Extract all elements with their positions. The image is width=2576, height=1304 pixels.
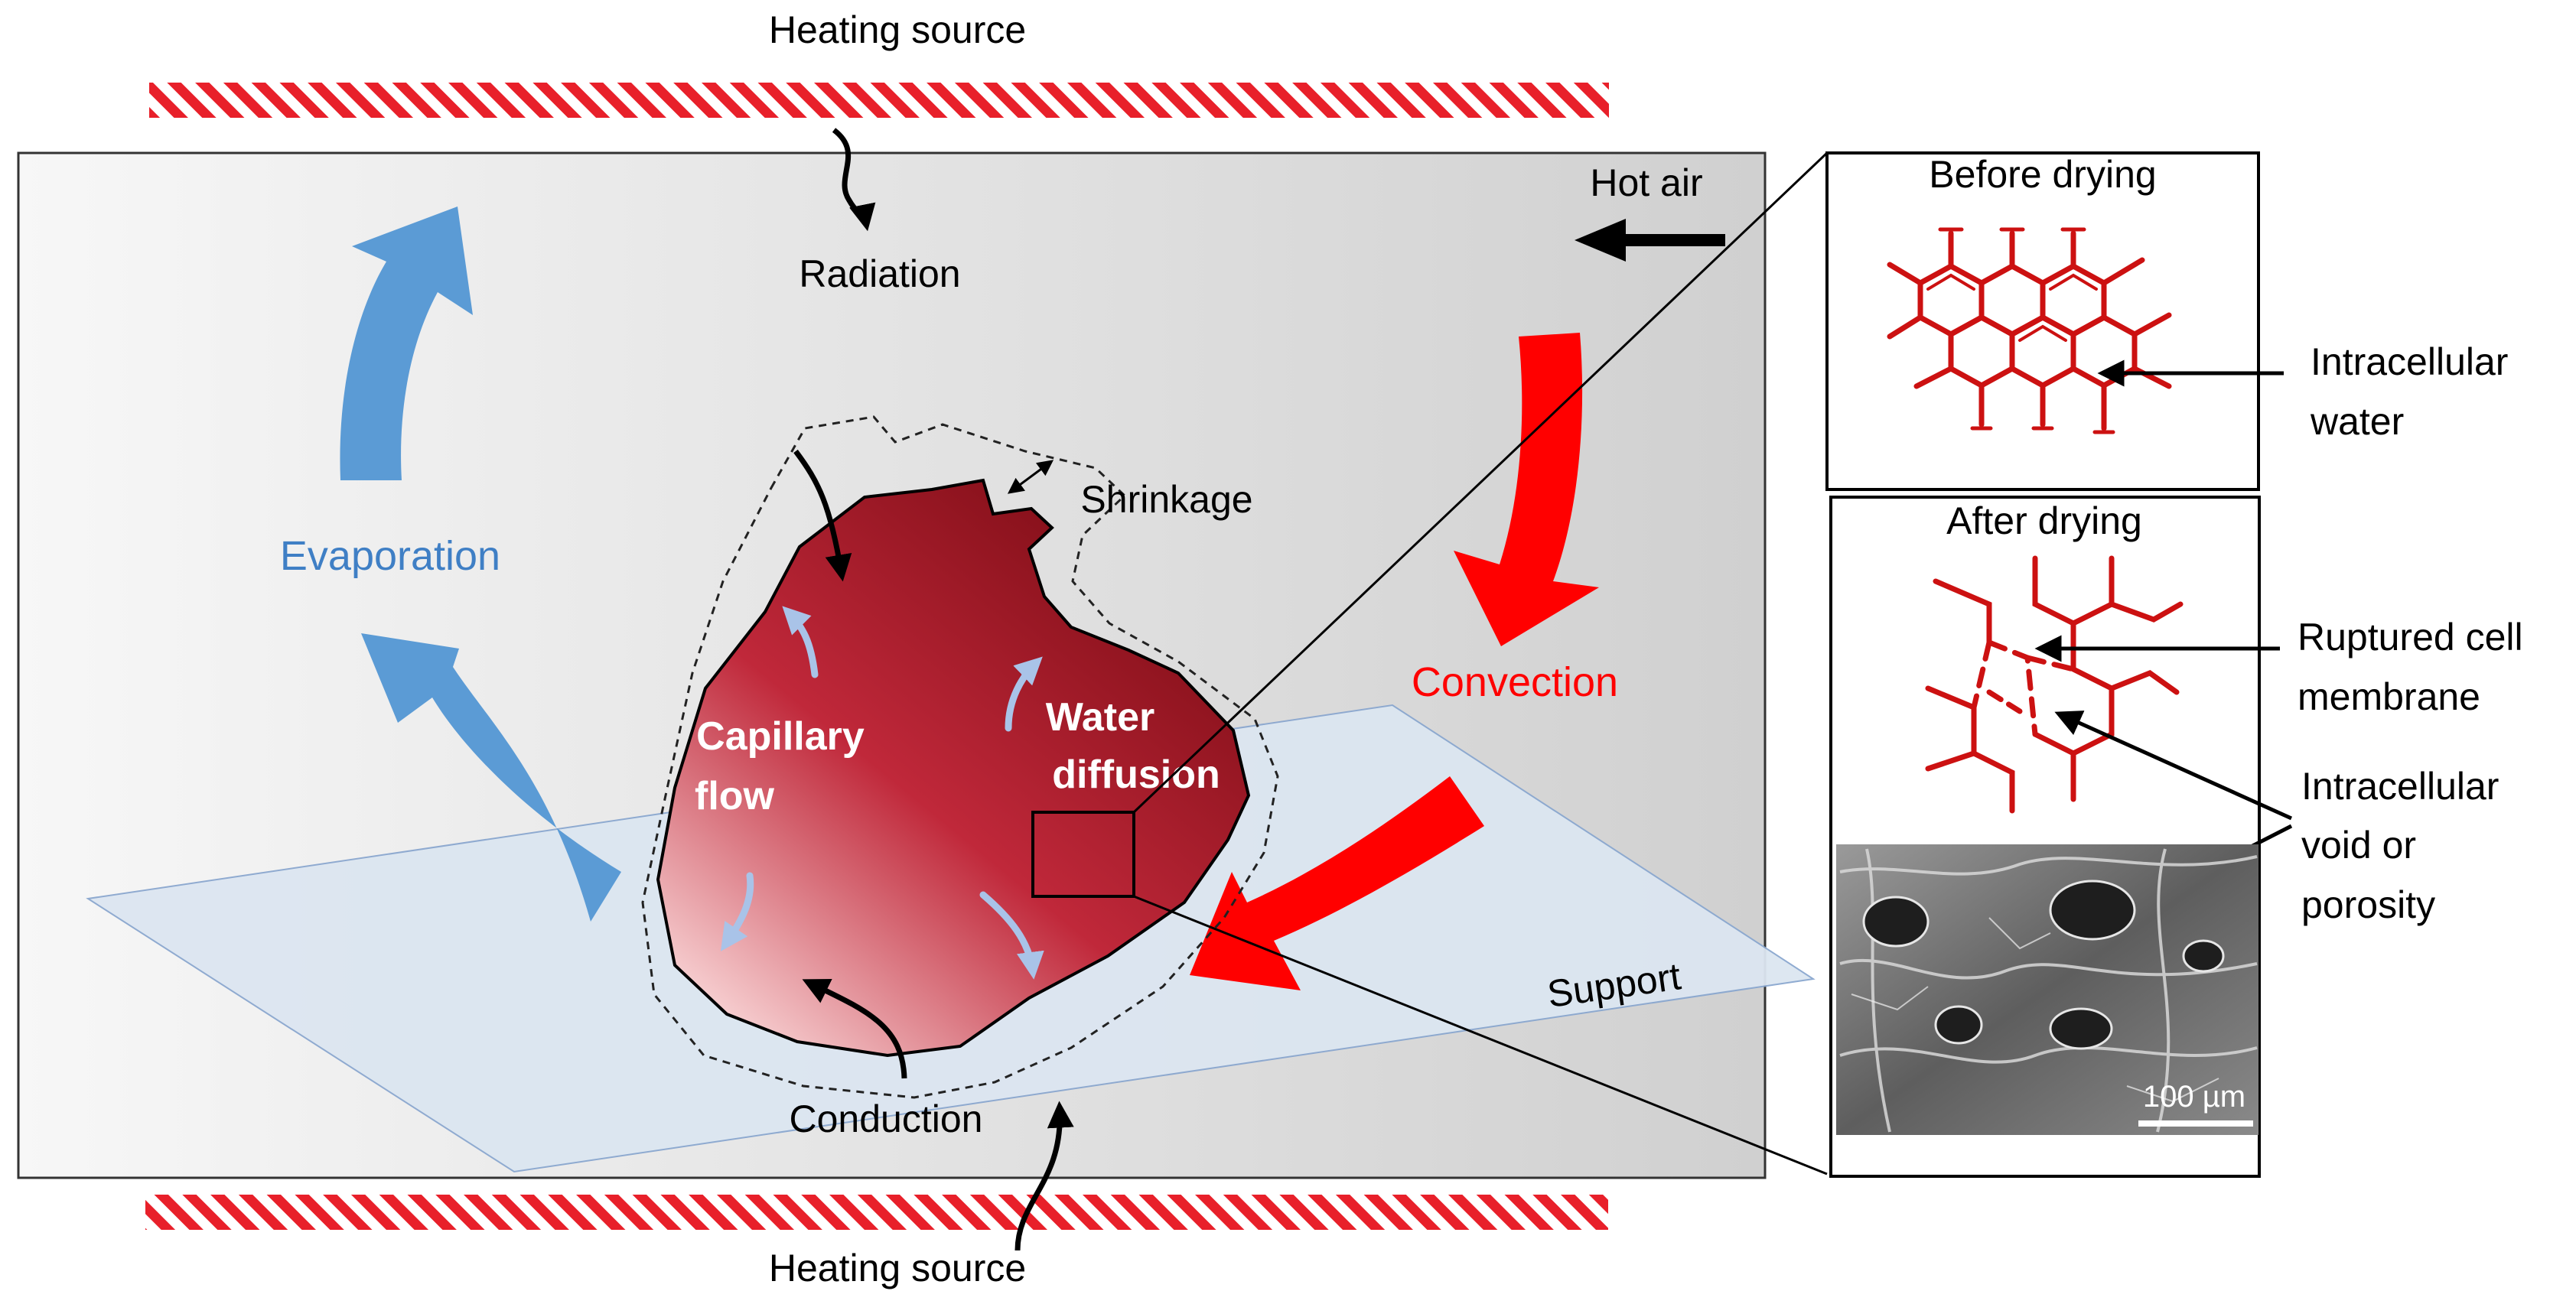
heating-source-bottom — [145, 1195, 1608, 1230]
evaporation-arrow-upper — [340, 206, 473, 480]
zoom-region-box — [1031, 811, 1135, 898]
heat-arrow-bottom — [802, 978, 907, 1079]
void-porosity-label-line1: Intracellular — [2301, 765, 2499, 808]
water-diffusion-label-line1: Water — [1046, 695, 1155, 740]
before-drying-title: Before drying — [1929, 153, 2156, 196]
convection-arrow-upper — [1454, 333, 1599, 646]
heating-source-top — [149, 83, 1609, 118]
convection-label: Convection — [1412, 659, 1618, 705]
convection-arrow-lower — [1190, 776, 1484, 990]
evaporation-arrow-lower — [361, 633, 621, 922]
void-pointer-upper — [2054, 711, 2293, 821]
heat-arrow-top — [793, 449, 852, 582]
intracellular-water-label-line1: Intracellular — [2311, 340, 2508, 383]
radiation-label: Radiation — [799, 252, 960, 295]
ruptured-membrane-label-line1: Ruptured cell — [2298, 616, 2523, 659]
before-drying-panel — [1825, 151, 2260, 491]
heating-source-bottom-label: Heating source — [769, 1247, 1026, 1289]
zoom-line-lower — [1133, 895, 1828, 1176]
heating-source-top-label: Heating source — [769, 8, 1026, 51]
void-porosity-label-line2: void or — [2301, 824, 2416, 867]
evaporation-label: Evaporation — [280, 533, 500, 579]
intact-cell-network — [1887, 227, 2172, 434]
water-diffusion-label-line2: diffusion — [1052, 753, 1220, 797]
moisture-flow-arrows — [720, 606, 1044, 980]
zoom-line-upper — [1132, 151, 1829, 814]
shrinkage-label: Shrinkage — [1080, 478, 1252, 521]
shrinkage-double-arrow — [1007, 460, 1054, 494]
ruptured-membrane-label-line2: membrane — [2298, 675, 2480, 718]
scale-bar — [2138, 1120, 2253, 1127]
after-drying-title: After drying — [1946, 499, 2142, 542]
conduction-label: Conduction — [790, 1098, 983, 1140]
void-porosity-label-line3: porosity — [2301, 883, 2435, 926]
hot-air-label: Hot air — [1590, 161, 1702, 204]
capillary-flow-label-line2: flow — [695, 774, 775, 818]
capillary-flow-label-line1: Capillary — [696, 714, 865, 759]
evaporation-arrows — [340, 206, 621, 922]
hot-air-arrow — [1575, 219, 1725, 262]
original-size-outline — [641, 415, 1279, 1099]
radiation-arrow — [832, 128, 876, 232]
intracellular-water-label-line2: water — [2310, 400, 2404, 443]
convection-arrows — [1190, 333, 1599, 990]
conduction-arrow-from-below — [1014, 1101, 1074, 1251]
scale-bar-label: 100 µm — [2143, 1080, 2245, 1114]
sem-micrograph — [1836, 844, 2258, 1135]
